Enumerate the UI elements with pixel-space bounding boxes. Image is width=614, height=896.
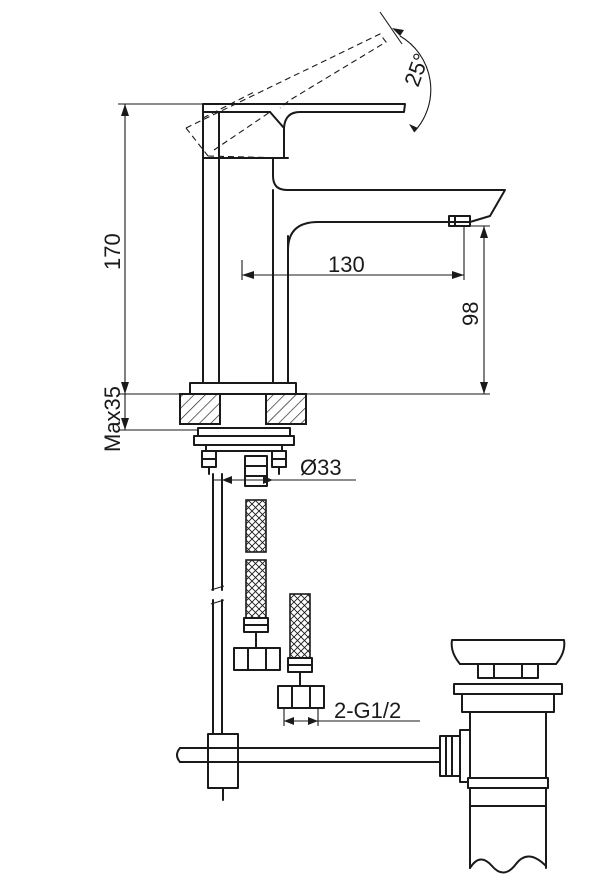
- dimension-spout-reach: 130: [241, 226, 465, 280]
- deck-thickness-label: Max35: [100, 386, 125, 452]
- flexible-hose-right: [277, 593, 325, 709]
- dimension-height-total: 170: [100, 103, 203, 395]
- pop-up-drain: [439, 639, 566, 874]
- spout-reach-label: 130: [328, 252, 365, 277]
- hole-diameter-label: Ø33: [300, 455, 342, 480]
- spout: [286, 189, 506, 384]
- faucet-body: [202, 157, 289, 384]
- connection-thread-label: 2-G1/2: [334, 698, 401, 723]
- spout-height-label: 98: [458, 302, 483, 326]
- pop-up-rod: [176, 473, 441, 801]
- dimension-deck-thickness: Max35: [100, 386, 198, 452]
- dimension-hole-diameter: Ø33: [213, 455, 356, 484]
- flexible-hose-left: [233, 455, 281, 671]
- dimension-spout-height: 98: [306, 225, 490, 395]
- lever-rotated-dashed: [185, 33, 387, 159]
- height-total-label: 170: [100, 233, 125, 270]
- lever-angle-label: 25°: [399, 50, 434, 90]
- lever-handle: [202, 103, 406, 159]
- deck-section: [179, 382, 307, 475]
- dimension-connection-thread: 2-G1/2: [283, 698, 420, 726]
- angle-annotation: 25°: [379, 11, 434, 133]
